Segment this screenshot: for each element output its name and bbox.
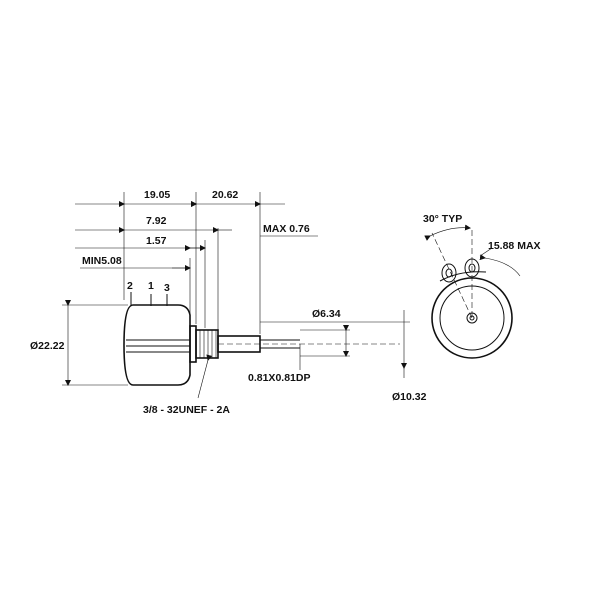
flange [189,325,197,363]
side-view [123,292,400,386]
dim-body-diameter: Ø22.22 [30,340,65,352]
dim-shaft-length: 20.62 [212,189,238,201]
thread-spec: 3/8 - 32UNEF - 2A [143,404,230,416]
dim-min-terminal: MIN5.08 [82,255,122,267]
dim-shaft-diameter: Ø6.34 [312,308,341,320]
thread-lines [199,330,217,358]
terminal-label-3: 3 [164,282,170,294]
terminal-label-1: 1 [148,280,154,292]
dim-shaft-total: Ø10.32 [392,391,427,403]
terminal-label-2: 2 [127,280,133,292]
dim-bushing-length: 1.57 [146,235,167,247]
dim-max-gap: MAX 0.76 [263,223,310,235]
bushing [195,329,219,359]
dim-terminal-max: 15.88 MAX [488,240,541,252]
dim-shaft-flat: 0.81X0.81DP [248,372,310,384]
dim-terminal-angle: 30° TYP [423,213,462,225]
lug-base [439,271,487,282]
front-view [431,230,513,359]
front-dimensions: 30° TYP 15.88 MAX [423,213,541,277]
body-outline [123,304,191,386]
dim-total-length: 19.05 [144,189,170,201]
dim-body-length: 7.92 [146,215,167,227]
side-dimensions: 19.05 20.62 7.92 MAX 0.76 1.57 MIN5.08 2… [30,189,427,416]
